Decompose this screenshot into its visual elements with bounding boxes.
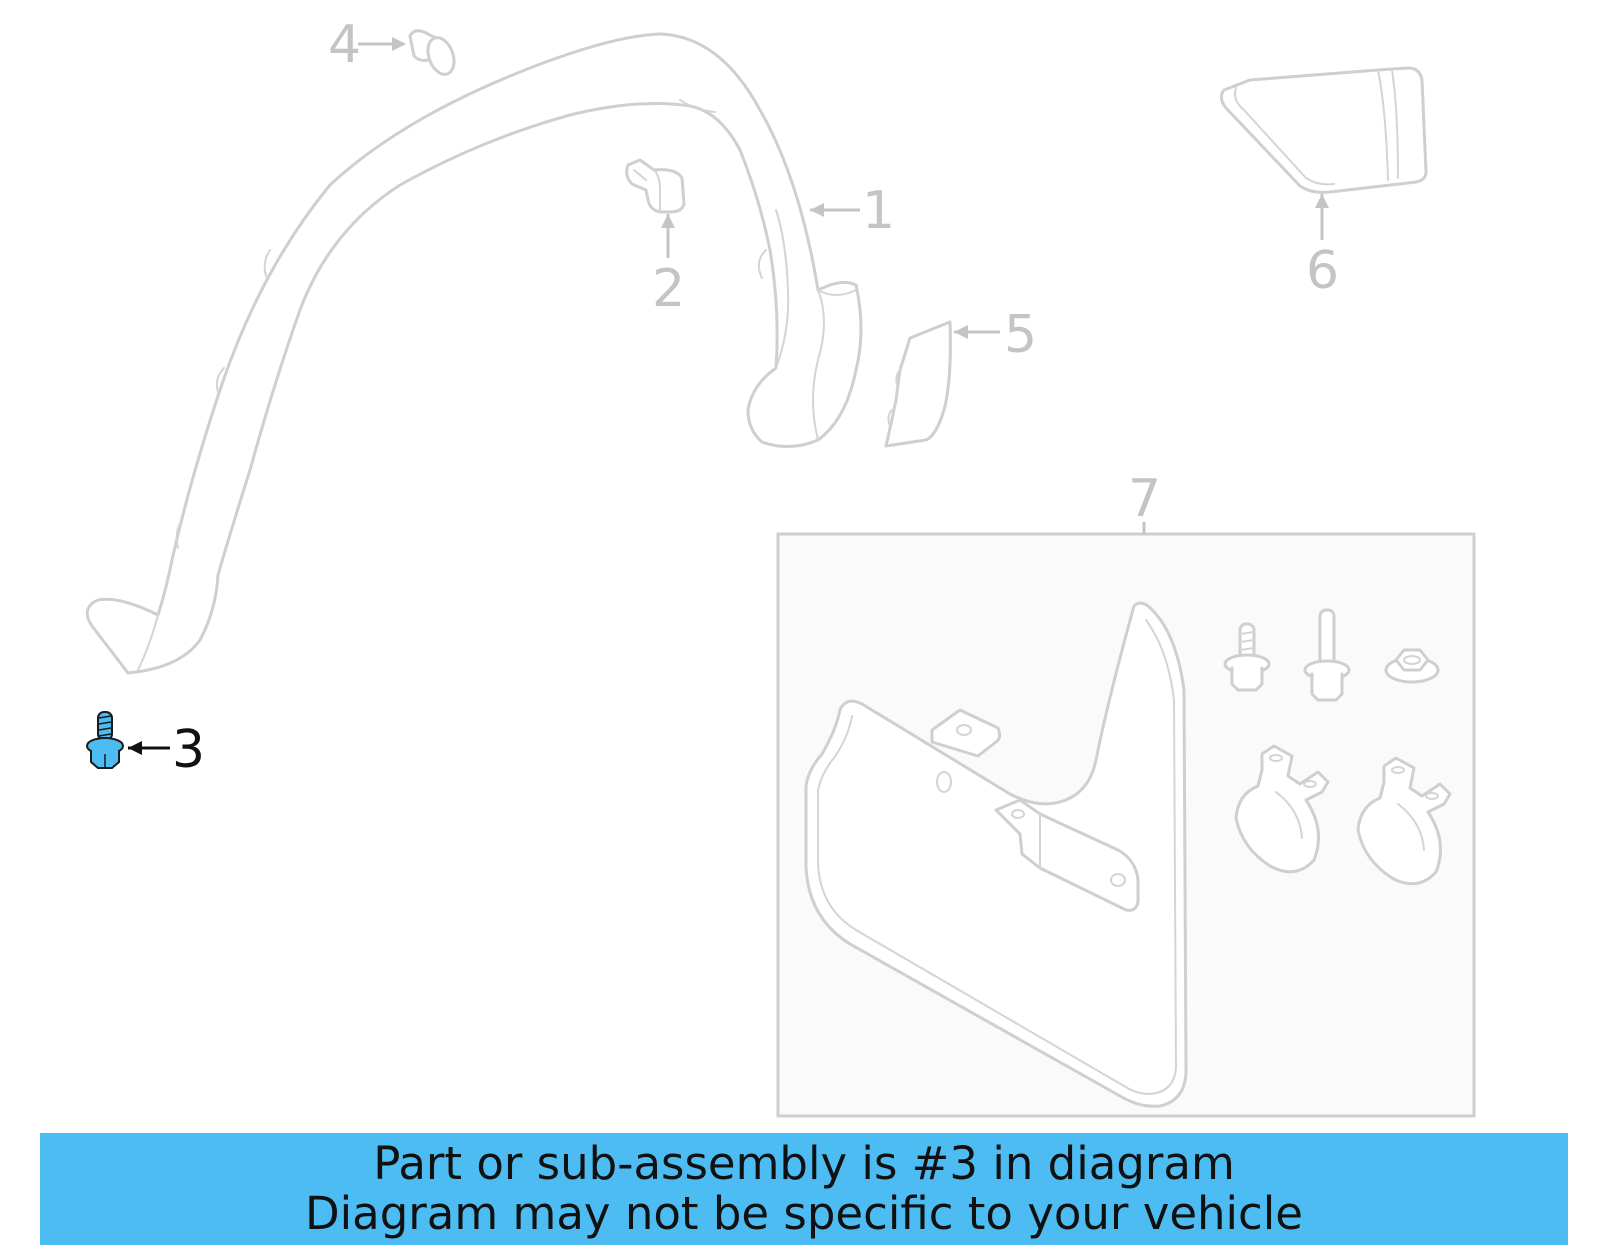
callout-7: 7 bbox=[1128, 469, 1161, 529]
banner-line-2: Diagram may not be specific to your vehi… bbox=[305, 1187, 1303, 1240]
part-7-mud-flap-kit bbox=[776, 522, 1476, 1118]
part-1-fender-flare bbox=[85, 32, 863, 675]
callout-7-label: 7 bbox=[1128, 469, 1161, 529]
part-6-guard bbox=[1219, 66, 1428, 194]
part-5-extension bbox=[884, 320, 952, 448]
banner-line-1: Part or sub-assembly is #3 in diagram bbox=[373, 1137, 1235, 1190]
part-2-clip bbox=[625, 158, 686, 214]
callout-5: 5 bbox=[954, 305, 1037, 365]
callout-6: 6 bbox=[1306, 194, 1339, 301]
callout-6-label: 6 bbox=[1306, 241, 1339, 301]
info-banner: Part or sub-assembly is #3 in diagram Di… bbox=[40, 1133, 1568, 1245]
callout-4-label: 4 bbox=[328, 15, 361, 75]
part-4-push-pin bbox=[408, 29, 456, 76]
callout-4: 4 bbox=[328, 15, 406, 75]
callout-1: 1 bbox=[810, 181, 895, 241]
callout-2-label: 2 bbox=[652, 259, 685, 319]
callout-5-label: 5 bbox=[1004, 305, 1037, 365]
callout-3: 3 bbox=[128, 720, 205, 780]
callout-1-label: 1 bbox=[862, 181, 895, 241]
part-3-bolt bbox=[86, 711, 124, 769]
callout-3-label: 3 bbox=[172, 720, 205, 780]
callout-2: 2 bbox=[652, 214, 685, 319]
